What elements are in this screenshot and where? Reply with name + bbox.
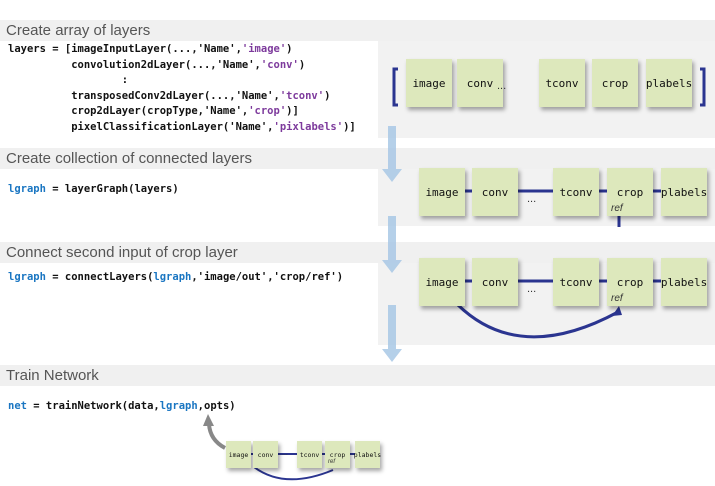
gray-arrow [207, 423, 227, 450]
code-trainnetwork: net = trainNetwork(data,lgraph,opts) [8, 400, 236, 412]
skip-connection [456, 303, 619, 339]
layer-plabels: plabels [646, 59, 692, 107]
section-title-array: Create array of layers [0, 20, 715, 41]
bracket-right [700, 67, 706, 107]
ellipsis: ... [497, 80, 507, 92]
layer-conv: conv [253, 441, 278, 468]
ellipsis: ... [527, 283, 537, 295]
flow-arrow-1 [382, 126, 402, 182]
gray-arrowhead [203, 414, 214, 426]
layer-tconv: tconv [539, 59, 585, 107]
graph-edges [465, 189, 661, 227]
layer-image: image [419, 168, 465, 216]
code-layergraph: lgraph = layerGraph(layers) [8, 183, 179, 195]
ref-label: ref [611, 293, 623, 304]
skip-arrowhead [612, 306, 622, 316]
bracket-left [392, 67, 398, 107]
mini-skip [253, 466, 334, 481]
layer-crop: crop [325, 441, 350, 468]
ellipsis: ... [527, 193, 537, 205]
section-title-graph: Create collection of connected layers [0, 148, 715, 169]
layer-plabels: plabels [661, 258, 707, 306]
ref-label: ref [328, 459, 336, 465]
code-layers-array: layers = [imageInputLayer(...,'Name','im… [8, 43, 356, 133]
layer-crop: crop [607, 258, 653, 306]
layer-plabels: plabels [661, 168, 707, 216]
flow-arrow-3 [382, 305, 402, 362]
layer-conv: conv [472, 258, 518, 306]
ref-label: ref [611, 203, 623, 214]
code-connectlayers: lgraph = connectLayers(lgraph,'image/out… [8, 271, 344, 283]
layer-plabels: plabels [354, 441, 381, 468]
layer-crop: crop [592, 59, 638, 107]
layer-conv: conv [472, 168, 518, 216]
layer-tconv: tconv [553, 168, 599, 216]
layer-conv: conv [457, 59, 503, 107]
layer-tconv: tconv [297, 441, 322, 468]
section-title-connect: Connect second input of crop layer [0, 242, 715, 263]
layer-image: image [419, 258, 465, 306]
layer-crop: crop [607, 168, 653, 216]
layer-image: image [406, 59, 452, 107]
section-title-train: Train Network [0, 365, 715, 386]
ellipsis: ... [282, 450, 288, 457]
layer-image: image [226, 441, 251, 468]
flow-arrow-2 [382, 216, 402, 273]
layer-tconv: tconv [553, 258, 599, 306]
